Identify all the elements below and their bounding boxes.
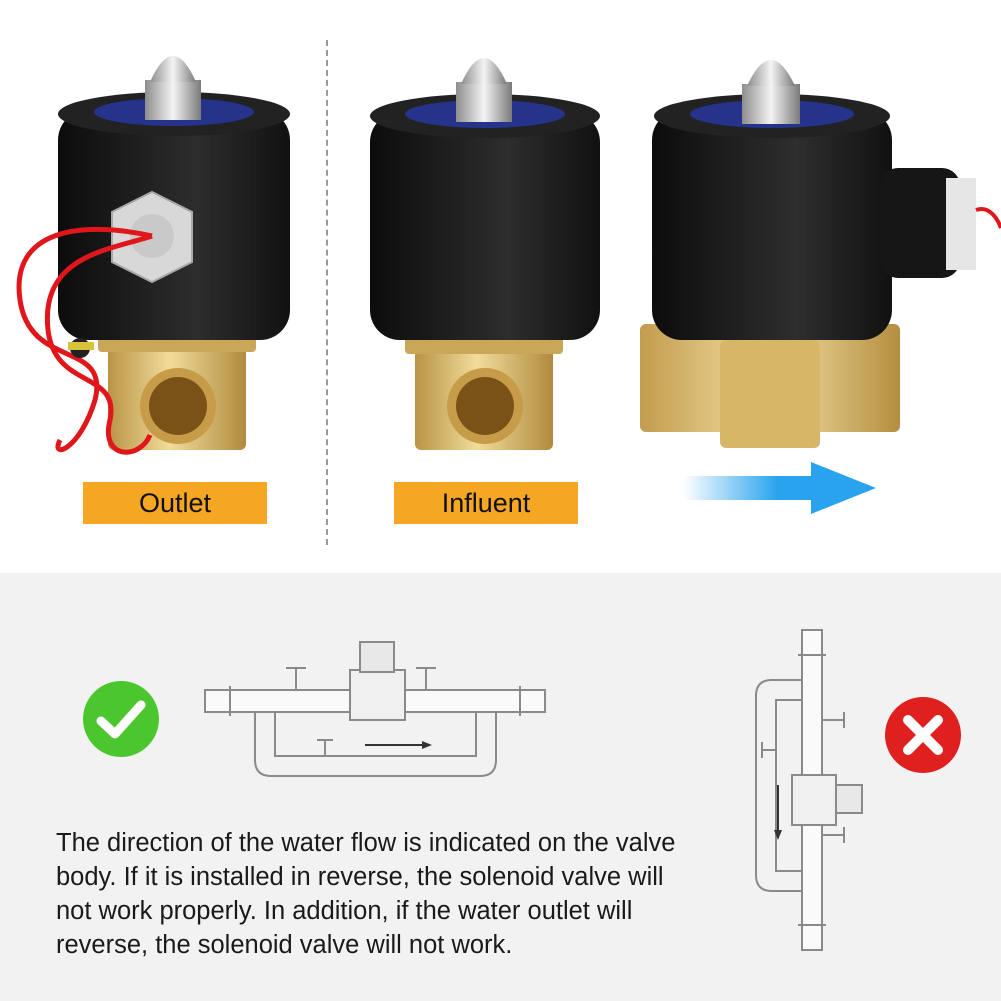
flow-arrow-icon [683, 462, 876, 514]
correct-badge [83, 681, 159, 757]
x-icon [903, 715, 943, 755]
valve-influent-view [370, 58, 600, 450]
label-influent: Influent [394, 482, 578, 524]
dashed-divider [326, 40, 328, 545]
valve-outlet-view [16, 56, 290, 455]
installation-note: The direction of the water flow is indic… [56, 829, 676, 959]
valve-side-view [640, 60, 1001, 448]
label-outlet: Outlet [83, 482, 267, 524]
vertical-pipe-diagram [755, 629, 863, 951]
check-icon [96, 700, 146, 739]
horizontal-pipe-diagram [204, 641, 546, 777]
incorrect-badge [885, 697, 961, 773]
